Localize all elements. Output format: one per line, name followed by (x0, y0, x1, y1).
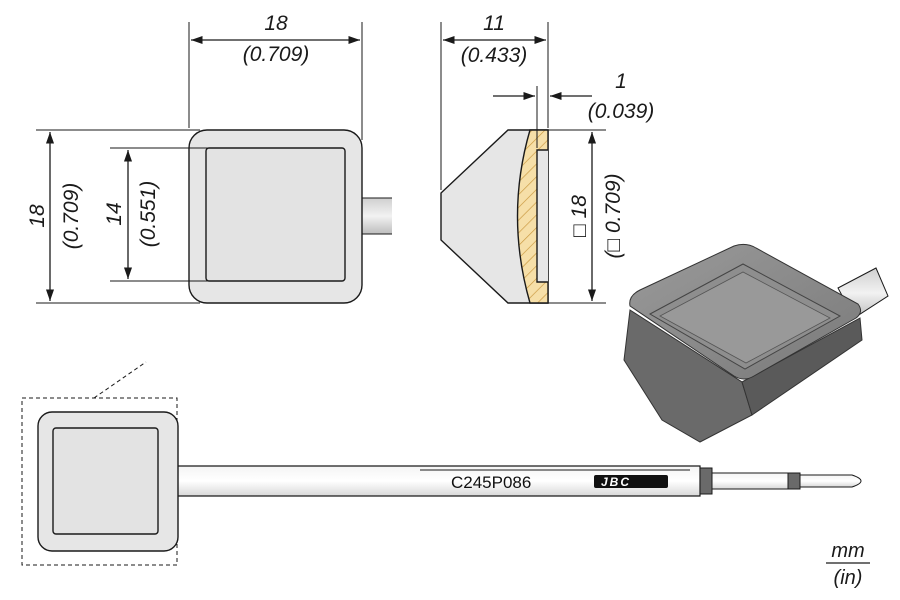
inner-height-mm-label: 14 (103, 202, 126, 225)
side-view: 11 (0.433) 1 (0.039) □ 18 (□ 0.709) (440, 12, 655, 304)
model-code-label: C245P086 (451, 473, 531, 492)
unit-mm-label: mm (831, 540, 864, 562)
brand-logo: JBC (594, 475, 668, 489)
square-in-label: (□ 0.709) (602, 173, 625, 258)
thickness-mm-label: 1 (615, 70, 627, 93)
width-mm-label: 18 (264, 12, 288, 35)
shaft-stub (358, 198, 392, 234)
units-legend: mm (in) (826, 540, 870, 589)
iso-pad-floor (659, 271, 831, 364)
inner-height-in-label: (0.551) (137, 181, 160, 248)
tip-pad-inner (52, 427, 159, 535)
width-in-label: (0.709) (243, 43, 310, 66)
depth-in-label: (0.433) (461, 44, 528, 67)
detail-leader (93, 361, 147, 399)
full-tip-view: C245P086 JBC (21, 361, 862, 566)
thickness-in-label: (0.039) (588, 100, 655, 123)
outer-height-mm-label: 18 (26, 204, 49, 228)
isometric-view (623, 243, 889, 443)
tip-heater (711, 472, 789, 490)
outer-height-in-label: (0.709) (60, 183, 83, 250)
cavity-notch (536, 149, 548, 283)
brand-logo-text: JBC (601, 475, 631, 489)
tip-ferrule (699, 467, 713, 495)
iso-side-face (741, 317, 863, 416)
tip-end (799, 474, 862, 488)
square-mm-label: □ 18 (568, 195, 591, 237)
pad-inner (205, 147, 346, 282)
unit-in-label: (in) (834, 567, 863, 589)
tip-ring (787, 472, 801, 490)
depth-mm-label: 11 (483, 12, 505, 35)
front-view: 18 (0.709) 18 (0.709) 14 (0.551) (26, 12, 392, 304)
